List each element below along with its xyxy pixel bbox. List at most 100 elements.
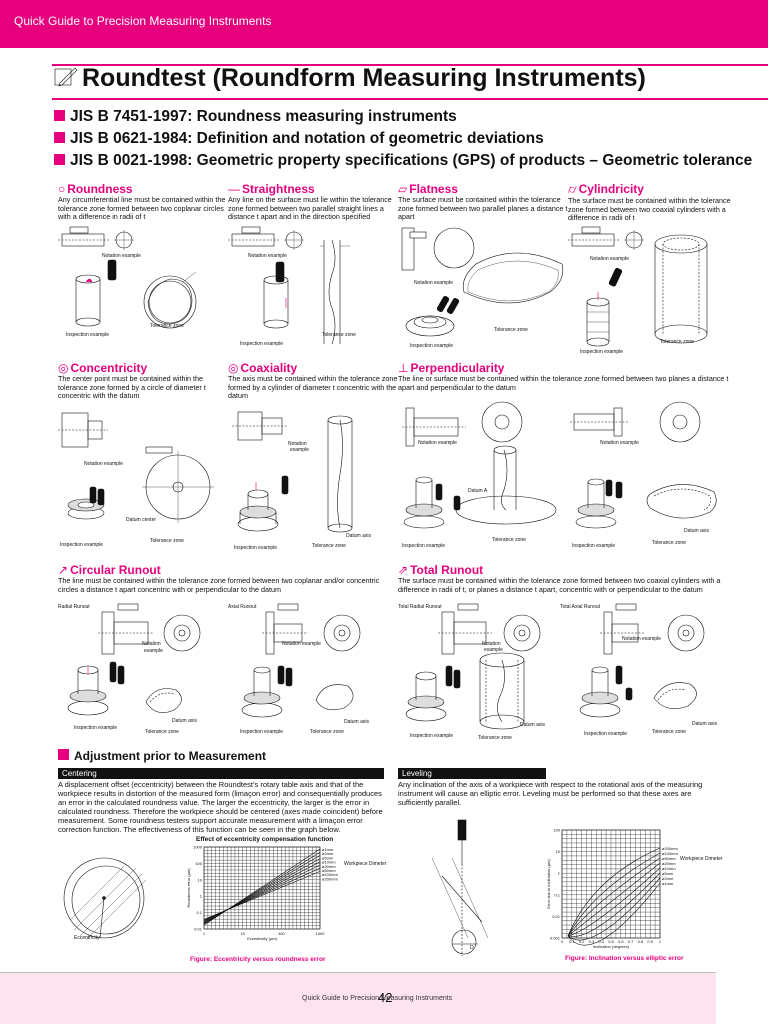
eccentricity-label: Eccentricity	[74, 935, 100, 941]
page-title: Roundtest (Roundform Measuring Instrumen…	[54, 64, 646, 93]
graph2-ytick: 10	[556, 849, 561, 854]
footer-guide-text: Quick Guide to Precision Measuring Instr…	[302, 995, 453, 1002]
footer-band	[0, 973, 716, 1024]
section-straightness: —Straightness Any line on the surface mu…	[228, 182, 392, 222]
graph1-ytick: 0.01	[194, 927, 203, 932]
graph2-ytick: 1	[558, 871, 561, 876]
header-bar: Quick Guide to Precision Measuring Instr…	[0, 0, 768, 48]
straightness-diagram	[228, 226, 350, 345]
graph1-ylabel: Roundness error (µm)	[186, 868, 191, 908]
radial-runout-diagram	[67, 603, 201, 716]
graph2-xtick: 0.8	[638, 939, 644, 944]
graph2-ylabel: Error due to inclination (µm)	[546, 859, 551, 909]
graph2-xtick: 0	[561, 939, 564, 944]
graph1-series-line	[203, 871, 321, 920]
cylindricity-symbol-icon: ⌭	[568, 182, 577, 196]
roundness-diagram	[58, 226, 197, 329]
graph2-xlabel: Inclination (degrees)	[593, 944, 630, 949]
page-number: 42	[378, 990, 393, 1005]
graph1-ytick: 100	[195, 861, 202, 866]
graph1-xtick: 1	[203, 931, 206, 936]
graph2-series-curve	[567, 877, 661, 941]
graph2-series-label: ø50mm	[662, 856, 676, 861]
label-inspection-example: Inspection example	[66, 332, 110, 338]
cylindricity-diagram	[568, 226, 708, 347]
section-flatness: ▱Flatness The surface must be contained …	[398, 182, 568, 222]
concentricity-symbol-icon: ◎	[58, 361, 69, 375]
standard-3: JIS B 0021-1998: Geometric property spec…	[54, 152, 752, 170]
title-rule-bottom	[52, 98, 768, 100]
graph2-series-curve	[567, 857, 661, 937]
header-guide-title: Quick Guide to Precision Measuring Instr…	[14, 14, 272, 28]
circular-runout-symbol-icon: ↗	[58, 563, 69, 577]
graph1-ytick: 1	[200, 894, 203, 899]
graph2-series-curve	[567, 847, 661, 937]
perpendicularity-diagram-b	[570, 401, 717, 529]
graph2-caption: Figure: Inclination versus elliptic erro…	[565, 955, 684, 962]
graph2-series-curve	[567, 872, 661, 937]
title-rule-top	[52, 64, 768, 66]
graph2-series-label: ø20mm	[662, 861, 676, 866]
coaxiality-symbol-icon: ◎	[228, 361, 239, 375]
concentricity-diagram	[58, 412, 214, 523]
graph2-series-curve	[567, 862, 661, 937]
adjustment-heading: Adjustment prior to Measurement	[58, 749, 266, 763]
graph2-xtick: 0.1	[569, 939, 575, 944]
graph1-series-label: ø20mm	[322, 864, 336, 869]
graph1-caption: Figure: Eccentricity versus roundness er…	[190, 956, 326, 963]
graph2-xtick: 0.4	[598, 939, 604, 944]
graph2-series-label: ø2mm	[662, 876, 674, 881]
graph2-xtick: 1	[659, 939, 662, 944]
graph2-xtick: 0.2	[579, 939, 585, 944]
graph2-series-label: ø5mm	[662, 871, 674, 876]
graph2-xtick: 0.9	[647, 939, 653, 944]
straightness-symbol-icon: —	[228, 182, 240, 196]
section-cylindricity: ⌭Cylindricity The surface must be contai…	[568, 182, 731, 223]
section-roundness: ○Roundness Any circumferential line must…	[58, 182, 226, 222]
section-circular-runout: ↗Circular Runout The line must be contai…	[58, 563, 380, 594]
graph1-series-label: ø1mm	[322, 847, 334, 852]
graph2-xtick: 0.3	[589, 939, 595, 944]
graph2-series-label: ø100mm	[662, 851, 678, 856]
perpendicularity-diagram-a	[402, 401, 557, 529]
graph1-xtick: 100	[278, 931, 285, 936]
label-tolerance-zone: Tolerance zone	[150, 323, 184, 329]
graph1-ytick: 10	[198, 877, 203, 882]
total-runout-symbol-icon: ⇗	[398, 563, 409, 577]
graph1-title: Effect of eccentricity compensation func…	[196, 836, 334, 843]
centering-tab: Centering	[58, 768, 384, 779]
leveling-tab: Leveling	[398, 768, 546, 779]
graph2-ytick: 0.001	[550, 936, 561, 941]
graph2-series-curve	[567, 882, 661, 946]
graph1-series-label: ø2mm	[322, 851, 334, 856]
graph2-series-curve	[567, 852, 661, 937]
graph1-series-label: ø100mm	[322, 872, 338, 877]
graph2-xtick: 0.7	[628, 939, 634, 944]
leveling-text: Any inclination of the axis of a workpie…	[398, 780, 703, 807]
coaxiality-diagram	[232, 411, 353, 533]
graph2-series-label: ø1mm	[662, 881, 674, 886]
graph2-ytick: 0.01	[552, 914, 561, 919]
eccentricity-diagram	[63, 857, 147, 941]
graph1-series-label: ø10mm	[322, 860, 336, 865]
graph1-xtick: 1000	[316, 931, 326, 936]
section-concentricity: ◎Concentricity The center point must be …	[58, 361, 206, 401]
leveling-diagram	[431, 819, 489, 956]
total-radial-runout-diagram	[405, 603, 541, 730]
graph1-series-label: ø200mm	[322, 876, 338, 881]
label-notation-example: Notation example	[102, 253, 141, 259]
graph1-series-label: ø50mm	[322, 868, 336, 873]
graph1-ytick: 1000	[193, 845, 203, 850]
section-coaxiality: ◎Coaxiality The axis must be contained w…	[228, 361, 398, 401]
graph1-ytick: 0.1	[196, 910, 202, 915]
graph2-xtick: 0.5	[608, 939, 614, 944]
pencil-icon	[54, 66, 78, 88]
graph2-ytick: 100	[553, 828, 560, 833]
graph2-series-curve	[567, 867, 661, 937]
graph2-xtick: 0.6	[618, 939, 624, 944]
page-title-text: Roundtest (Roundform Measuring Instrumen…	[82, 64, 646, 92]
flatness-diagram	[401, 227, 564, 337]
graph1-workpiece-label: Workpiece Dimeter	[344, 861, 387, 867]
